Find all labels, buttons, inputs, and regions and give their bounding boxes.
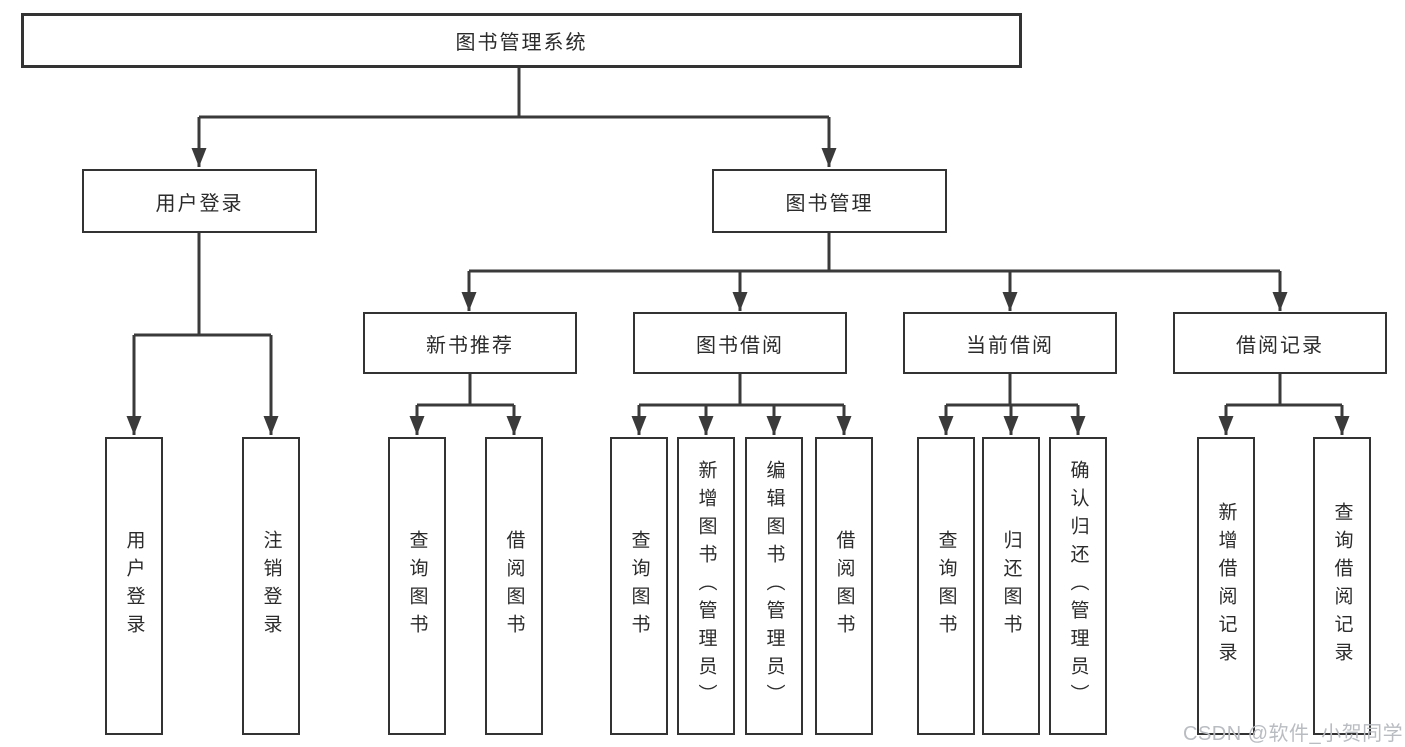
leaf-label: 查询借阅记录: [1331, 502, 1353, 670]
node-label: 图书借阅: [696, 334, 784, 357]
leaf-label: 归还图书: [1000, 530, 1022, 642]
leaf-newbook-query-books: 查询图书: [388, 437, 446, 735]
node-borrowing-records: 借阅记录: [1173, 312, 1387, 374]
leaf-user-login: 用户登录: [105, 437, 163, 735]
leaf-label: 新增图书（管理员）: [695, 460, 717, 712]
node-book-borrowing: 图书借阅: [633, 312, 847, 374]
leaf-label: 确认归还（管理员）: [1067, 460, 1089, 712]
leaf-label: 用户登录: [123, 530, 145, 642]
leaf-label: 查询图书: [935, 530, 957, 642]
leaf-label: 注销登录: [260, 530, 282, 642]
node-label: 借阅记录: [1236, 334, 1324, 357]
leaf-current-confirm-return-admin: 确认归还（管理员）: [1049, 437, 1107, 735]
leaf-record-add-borrow-record: 新增借阅记录: [1197, 437, 1255, 735]
leaf-label: 借阅图书: [503, 530, 525, 642]
node-book-management: 图书管理: [712, 169, 947, 233]
node-label: 图书管理: [785, 192, 874, 215]
leaf-current-return-books: 归还图书: [982, 437, 1040, 735]
node-label: 新书推荐: [426, 334, 514, 357]
leaf-label: 查询图书: [628, 530, 650, 642]
node-user-login: 用户登录: [82, 169, 317, 233]
node-label: 图书管理系统: [455, 32, 588, 54]
leaf-borrow-add-books-admin: 新增图书（管理员）: [677, 437, 735, 735]
node-label: 用户登录: [155, 192, 244, 215]
leaf-current-query-books: 查询图书: [917, 437, 975, 735]
node-library-management-system: 图书管理系统: [21, 13, 1022, 68]
node-current-borrowing: 当前借阅: [903, 312, 1117, 374]
node-label: 当前借阅: [966, 334, 1054, 357]
leaf-label: 查询图书: [406, 530, 428, 642]
leaf-newbook-borrow-books: 借阅图书: [485, 437, 543, 735]
leaf-label: 编辑图书（管理员）: [763, 460, 785, 712]
leaf-borrow-query-books: 查询图书: [610, 437, 668, 735]
leaf-label: 借阅图书: [833, 530, 855, 642]
leaf-borrow-edit-books-admin: 编辑图书（管理员）: [745, 437, 803, 735]
leaf-record-query-borrow-record: 查询借阅记录: [1313, 437, 1371, 735]
leaf-label: 新增借阅记录: [1215, 502, 1237, 670]
node-new-book-recommend: 新书推荐: [363, 312, 577, 374]
leaf-borrow-borrow-books: 借阅图书: [815, 437, 873, 735]
csdn-watermark: CSDN @软件_小贺同学: [1183, 723, 1404, 745]
leaf-logout: 注销登录: [242, 437, 300, 735]
